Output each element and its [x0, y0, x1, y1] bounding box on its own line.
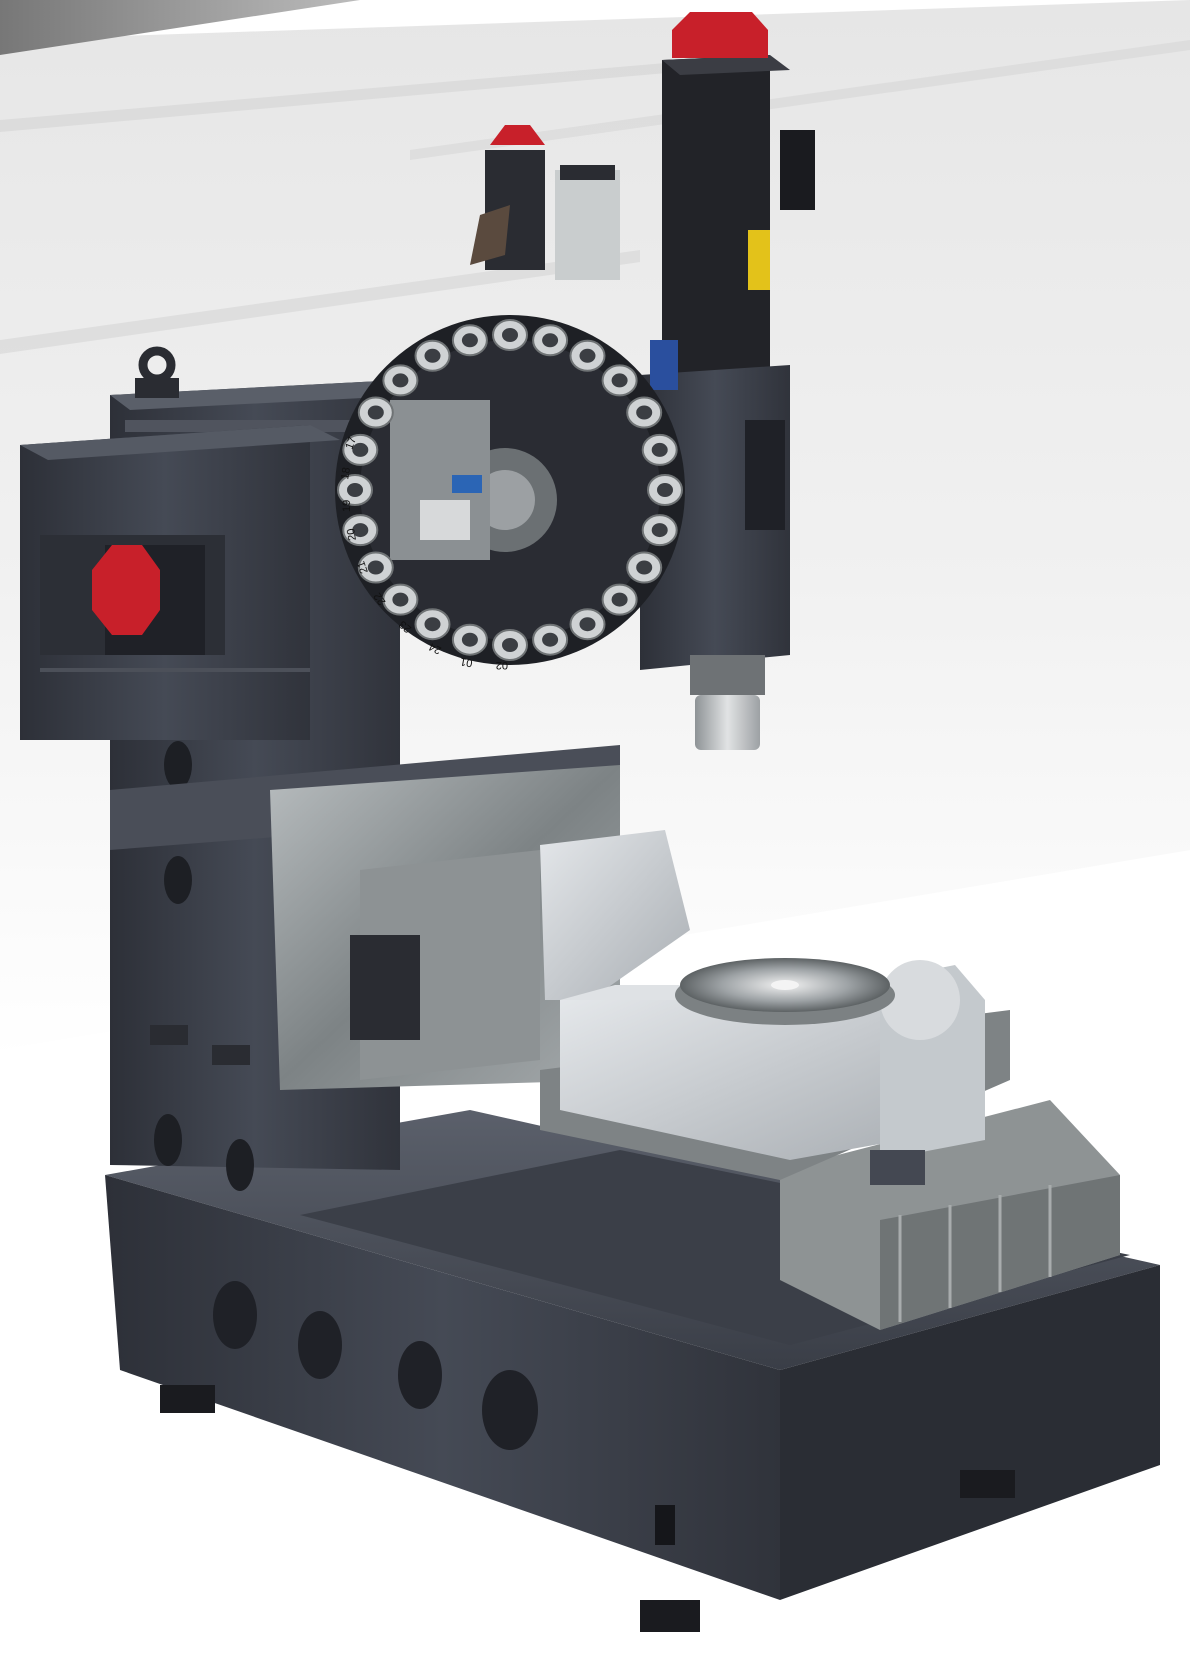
pocket-label: 18 [339, 466, 353, 480]
top-wedge [0, 0, 360, 55]
pocket-label: 21 [355, 559, 370, 575]
motor-cap-mid [490, 125, 545, 145]
tool-holder-bore [424, 617, 441, 632]
tool-holder-bore [542, 333, 559, 348]
tool-holder-bore [542, 632, 559, 647]
motor-cap-left [92, 545, 160, 635]
pocket-label: 01 [459, 655, 473, 669]
tool-pockets [337, 319, 683, 661]
tool-holder-bore [657, 483, 673, 497]
tool-holder-bore [651, 523, 668, 538]
y-axis-housing [20, 425, 340, 740]
rotary-table [540, 830, 985, 1185]
tool-holder-bore [367, 405, 384, 420]
pocket-label: 17 [344, 435, 359, 451]
tool-holder-bore [461, 632, 478, 647]
pocket-labels: 17 18 19 20 21 22 23 24 01 02 [339, 435, 508, 671]
pocket-label: 20 [345, 527, 359, 541]
tool-holder-bore [424, 348, 441, 363]
tool-holder-bore [611, 592, 628, 607]
tool-holder-bore [352, 442, 369, 457]
tool-holder-bore [636, 560, 653, 575]
tool-holder-bore [352, 523, 369, 538]
tool-holder-bore [392, 373, 409, 388]
tool-holder-bore [579, 348, 596, 363]
tool-holder-bore [502, 638, 518, 652]
tool-holder-bore [461, 333, 478, 348]
tool-holder-bore [636, 405, 653, 420]
tool-holder-bore [502, 328, 518, 342]
pocket-label: 02 [496, 659, 508, 671]
saddle [110, 745, 620, 1090]
spindle-head [470, 12, 815, 750]
pocket-label: 22 [372, 590, 389, 607]
motor-cap-top [672, 12, 768, 58]
warning-label [748, 230, 770, 290]
tool-holder-bore [651, 442, 668, 457]
tool-holder-bore [392, 592, 409, 607]
pocket-label: 24 [427, 640, 443, 656]
tool-holder-bore [579, 617, 596, 632]
tool-magazine: 17 18 19 20 21 22 23 24 01 02 [335, 315, 685, 671]
tool-holder-bore [367, 560, 384, 575]
tool-holder-bore [611, 373, 628, 388]
machine-base [105, 1110, 1160, 1632]
tool-holder-bore [347, 483, 363, 497]
pocket-label: 19 [341, 500, 353, 512]
